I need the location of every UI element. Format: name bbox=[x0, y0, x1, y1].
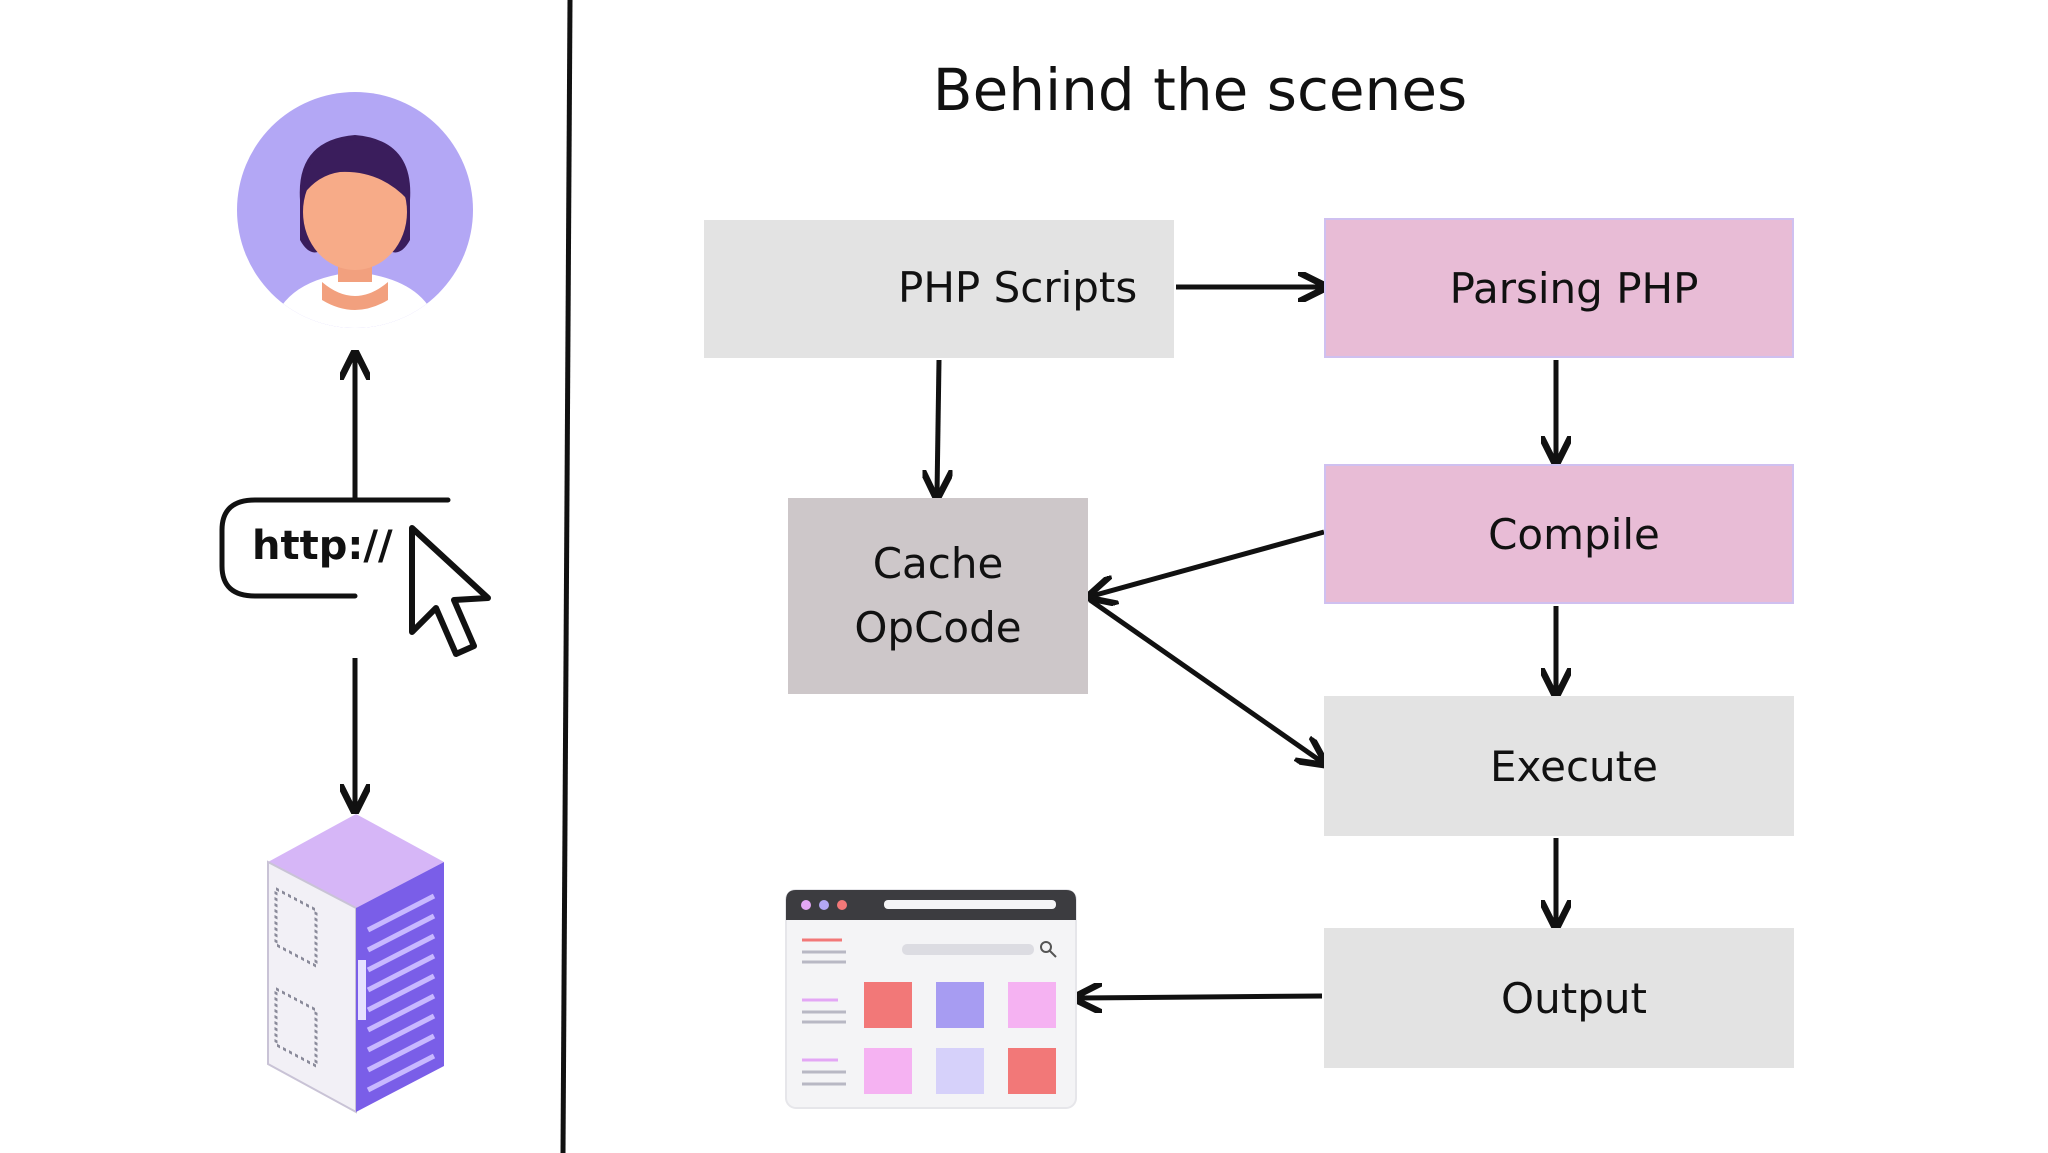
compile-label: Compile bbox=[1488, 509, 1660, 559]
execute-box: Execute bbox=[1324, 696, 1794, 836]
browser-window-icon bbox=[785, 889, 1077, 1109]
compile-box: Compile bbox=[1324, 464, 1794, 604]
output-box: Output bbox=[1324, 928, 1794, 1068]
cache-label: Cache bbox=[872, 539, 1004, 588]
opcode-label: OpCode bbox=[854, 603, 1022, 652]
php-scripts-label: PHP Scripts bbox=[898, 263, 1138, 312]
page-title: Behind the scenes bbox=[932, 56, 1468, 124]
arrow-cache-to-execute bbox=[1088, 597, 1322, 762]
arrow-compile-to-cache bbox=[1092, 529, 1325, 596]
output-label: Output bbox=[1501, 973, 1647, 1023]
url-text: http:// bbox=[252, 523, 393, 569]
mouse-cursor-icon bbox=[409, 525, 491, 657]
server-rack-icon bbox=[267, 814, 444, 1114]
parsing-php-box: Parsing PHP bbox=[1324, 218, 1794, 358]
user-avatar-icon bbox=[237, 92, 473, 328]
execute-label: Execute bbox=[1490, 741, 1658, 791]
cache-opcode-box: Cache OpCode bbox=[788, 498, 1088, 694]
url-bar-shape bbox=[219, 497, 451, 599]
panel-divider bbox=[560, 0, 573, 1153]
parsing-php-label: Parsing PHP bbox=[1449, 263, 1699, 313]
arrow-output-to-browser bbox=[1078, 996, 1323, 998]
php-scripts-box bbox=[704, 220, 1174, 358]
arrow-scripts-to-cache bbox=[937, 359, 939, 494]
